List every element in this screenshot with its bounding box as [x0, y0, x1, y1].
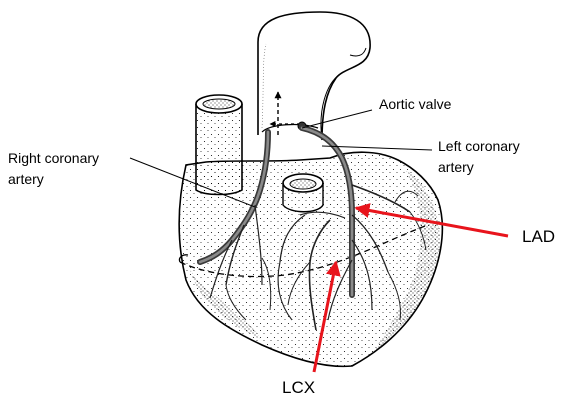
aortic-arch: [258, 12, 370, 140]
label-left-coronary-line1: Left coronary: [438, 138, 520, 154]
vena-cava: [196, 95, 242, 195]
label-aortic-valve: Aortic valve: [379, 96, 452, 112]
label-left-coronary-line2: artery: [438, 159, 474, 175]
label-right-coronary-line2: artery: [8, 171, 44, 187]
label-right-coronary-line1: Right coronary: [8, 150, 99, 166]
label-lad: LAD: [522, 227, 555, 246]
label-lcx: LCX: [282, 378, 315, 397]
